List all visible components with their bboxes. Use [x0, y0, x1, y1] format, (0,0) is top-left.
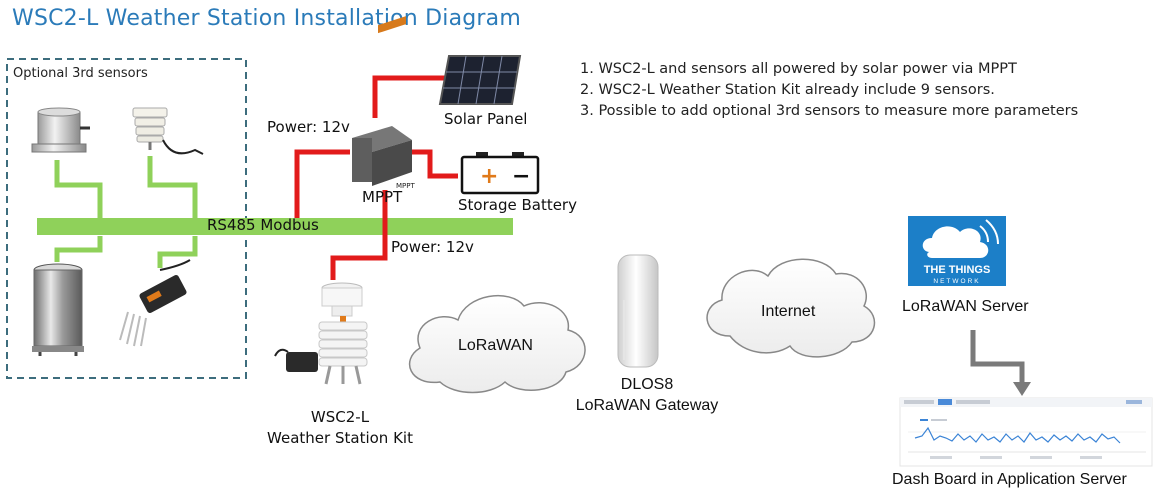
storage-battery-icon: + −	[460, 152, 540, 195]
weather-station-kit-icon	[274, 282, 368, 385]
gateway-device-icon	[617, 254, 659, 368]
dashboard-thumbnail	[899, 397, 1153, 467]
kit-label-line2: Weather Station Kit	[267, 429, 413, 447]
solar-panel-icon	[438, 55, 522, 105]
optional-sensors-label: Optional 3rd sensors	[13, 66, 148, 81]
battery-plus-sign: +	[480, 164, 498, 189]
server-to-dashboard-arrow	[970, 330, 1025, 384]
power-label-mppt: Power: 12v	[267, 118, 350, 136]
cylinder-sensor-icon	[31, 107, 90, 153]
radiation-shield-sensor-icon	[132, 107, 204, 155]
mppt-device-text: MPPT	[396, 182, 415, 190]
note-2: 2. WSC2-L Weather Station Kit already in…	[580, 82, 995, 98]
storage-battery-label: Storage Battery	[458, 196, 577, 214]
note-3: 3. Possible to add optional 3rd sensors …	[580, 103, 1079, 119]
gateway-label-line1: DLOS8	[620, 376, 674, 393]
note-1: 1. WSC2-L and sensors all powered by sol…	[580, 61, 1017, 77]
page-title: WSC2-L Weather Station Installation Diag…	[12, 6, 521, 31]
lorawan-server-label: LoRaWAN Server	[902, 298, 1029, 315]
arrowhead-icon	[1013, 382, 1031, 396]
lorawan-cloud-label: LoRaWAN	[458, 337, 533, 354]
tts-logo-line2: NETWORK	[933, 278, 980, 285]
dashboard-label: Dash Board in Application Server	[892, 471, 1127, 488]
internet-cloud-icon	[706, 258, 876, 358]
lorawan-cloud-icon	[409, 294, 586, 394]
tts-logo-line1: THE THINGS	[924, 264, 991, 276]
power-wires	[294, 75, 458, 280]
solar-panel-label: Solar Panel	[444, 110, 528, 128]
kit-label-line1: WSC2-L	[310, 408, 370, 426]
power-label-kit: Power: 12v	[391, 238, 474, 256]
sensor-bus-connectors	[54, 156, 198, 268]
rain-gauge-icon	[32, 263, 84, 356]
rs485-bus	[37, 218, 513, 235]
battery-minus-sign: −	[512, 164, 530, 189]
internet-cloud-label: Internet	[761, 303, 816, 320]
mppt-label: MPPT	[362, 188, 403, 206]
rs485-bus-label: RS485 Modbus	[207, 216, 319, 234]
soil-probe-sensor-icon	[119, 259, 191, 347]
mppt-controller-icon: MPPT	[352, 16, 415, 190]
the-things-network-logo: THE THINGS NETWORK	[908, 216, 1006, 286]
gateway-label-line2: LoRaWAN Gateway	[575, 397, 719, 414]
